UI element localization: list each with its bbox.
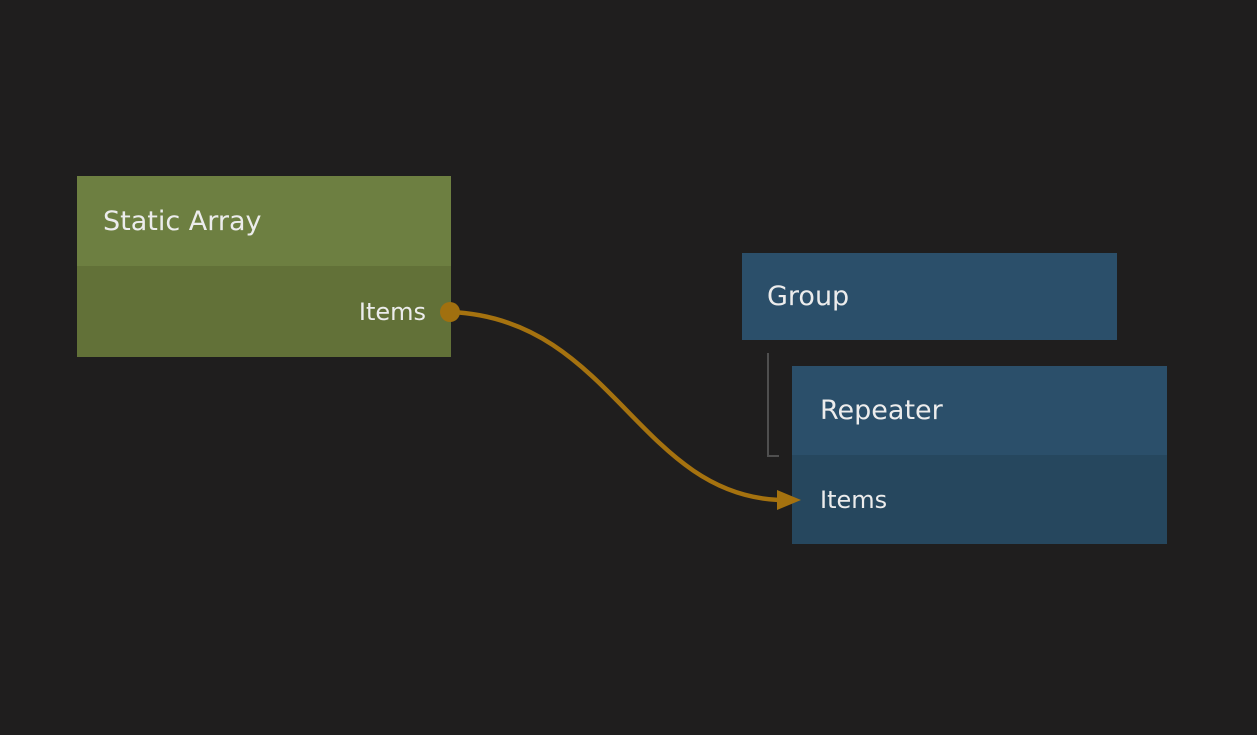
connection-edge-items[interactable]	[447, 309, 782, 503]
node-static-array-header[interactable]: Static Array	[77, 176, 451, 266]
node-group-title: Group	[767, 281, 850, 312]
output-port-label: Items	[358, 297, 426, 326]
node-repeater[interactable]: Repeater Items	[792, 366, 1167, 544]
node-repeater-title: Repeater	[820, 395, 943, 426]
node-group-header[interactable]: Group	[742, 253, 1117, 340]
node-repeater-header[interactable]: Repeater	[792, 366, 1167, 455]
node-group[interactable]: Group	[742, 253, 1117, 340]
node-static-array-title: Static Array	[103, 205, 262, 237]
node-static-array-output-items[interactable]: Items	[77, 266, 451, 357]
hierarchy-line-group-repeater	[767, 353, 779, 457]
input-port-label: Items	[820, 485, 888, 514]
node-repeater-input-items[interactable]: Items	[792, 455, 1167, 544]
node-static-array[interactable]: Static Array Items	[77, 176, 451, 357]
